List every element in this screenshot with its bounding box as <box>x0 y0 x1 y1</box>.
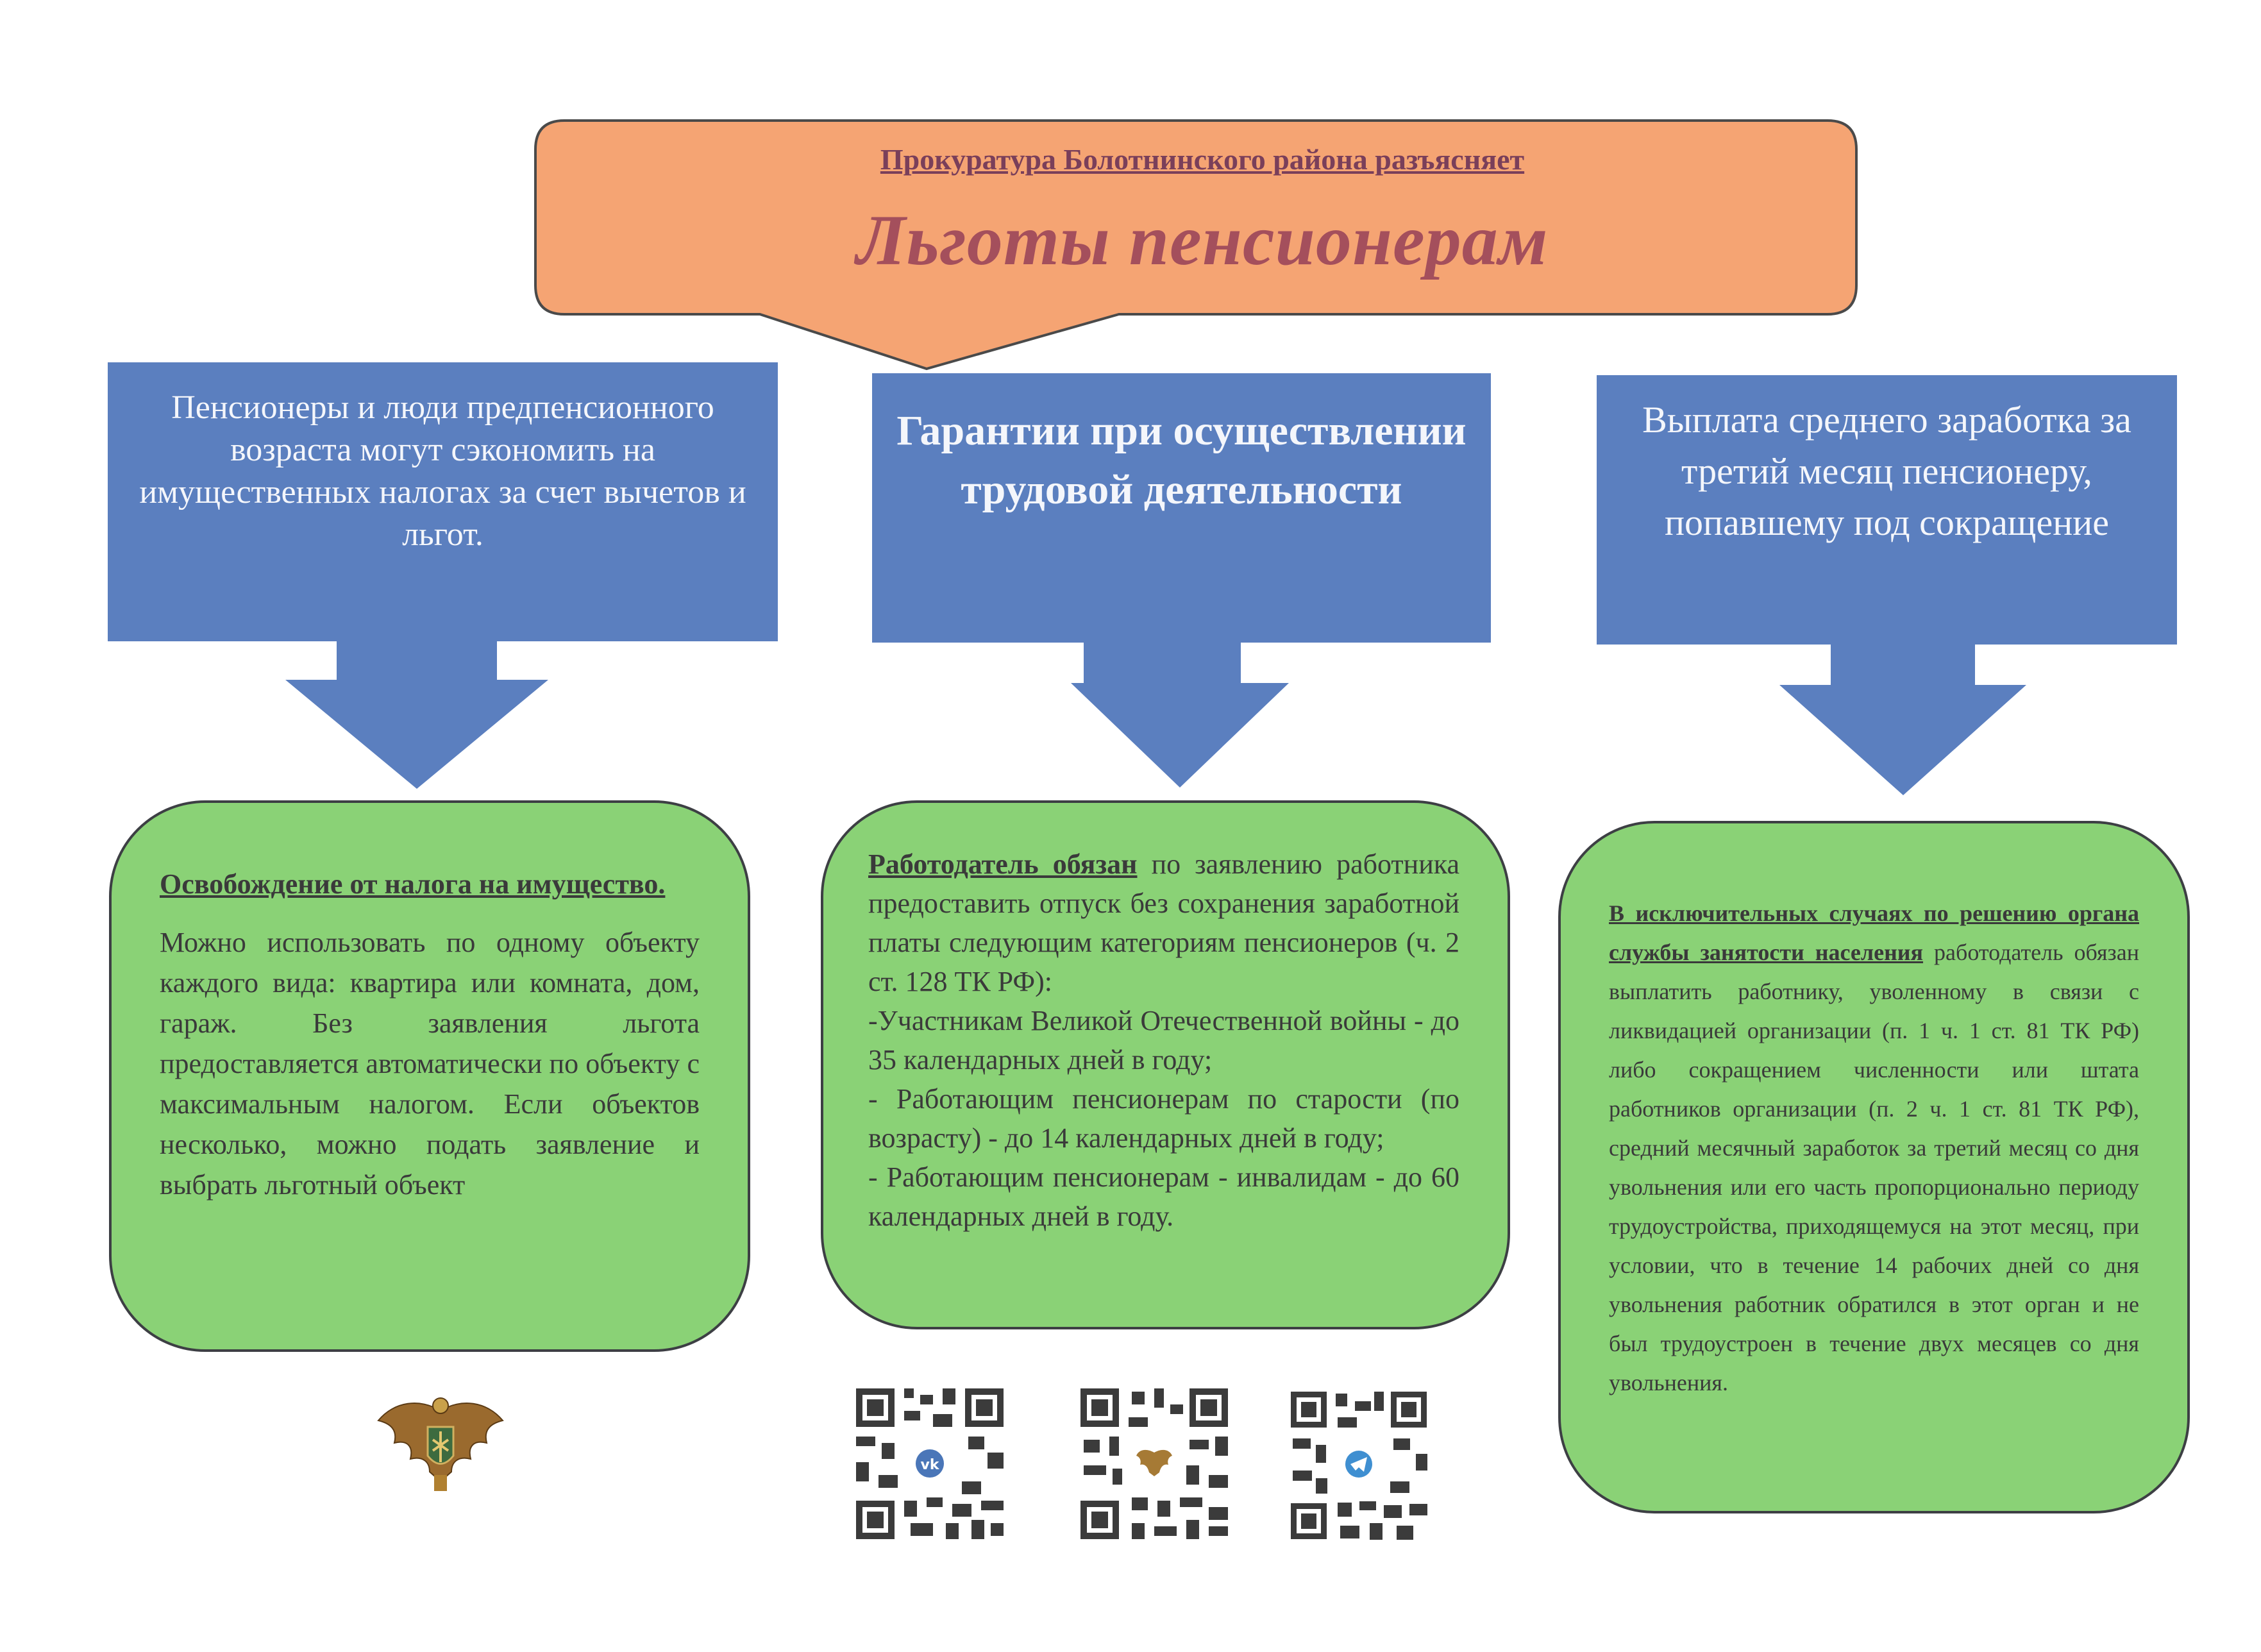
detail-paragraph: Работодатель обязан по заявлению работни… <box>868 845 1459 1001</box>
heading-text: Выплата среднего заработка за третий мес… <box>1642 399 2131 543</box>
detail-text: Можно использовать по одному объекту каж… <box>160 927 700 1201</box>
detail-paragraph: В исключительных случаях по решению орга… <box>1609 894 2139 1403</box>
heading-box-payment: Выплата среднего заработка за третий мес… <box>1597 375 2177 645</box>
prosecutor-emblem-icon <box>377 1397 504 1491</box>
list-item: - Работающим пенсионерам по старости (по… <box>868 1083 1459 1154</box>
site-qr-icon[interactable] <box>1077 1385 1231 1542</box>
heading-box-tax: Пенсионеры и люди предпенсионного возрас… <box>108 362 778 641</box>
detail-box-guarantees: Работодатель обязан по заявлению работни… <box>821 800 1510 1329</box>
detail-lead: В исключительных случаях по решению орга… <box>1609 900 2139 965</box>
heading-text: Гарантии при осуществлении трудовой деят… <box>896 407 1467 513</box>
heading-text: Пенсионеры и люди предпенсионного возрас… <box>139 389 746 553</box>
list-item: - Работающим пенсионерам - инвалидам - д… <box>868 1161 1459 1232</box>
telegram-qr-icon[interactable] <box>1288 1388 1430 1542</box>
detail-box-tax: Освобождение от налога на имущество. Мож… <box>109 800 750 1352</box>
arrow-down-3 <box>1779 645 2026 795</box>
detail-heading: Освобождение от налога на имущество. <box>160 868 666 900</box>
detail-lead: Работодатель обязан <box>868 848 1138 880</box>
org-line: Прокуратура Болотнинского района разъясн… <box>880 143 1525 176</box>
detail-text: по заявлению работника предоставить отпу… <box>868 848 1459 997</box>
heading-box-guarantees: Гарантии при осуществлении трудовой деят… <box>872 373 1491 643</box>
arrow-down-2 <box>1071 643 1289 788</box>
header: Прокуратура Болотнинского района разъясн… <box>545 128 1860 282</box>
list-item: -Участникам Великой Отечественной войны … <box>868 1005 1459 1075</box>
detail-box-payment: В исключительных случаях по решению орга… <box>1558 821 2190 1513</box>
vk-qr-icon[interactable]: vk <box>853 1385 1007 1542</box>
svg-text:vk: vk <box>921 1457 940 1473</box>
page-title: Льготы пенсионерам <box>856 201 1549 280</box>
arrow-down-1 <box>285 641 548 789</box>
detail-text: работодатель обязан выплатить работнику,… <box>1609 940 2139 1395</box>
